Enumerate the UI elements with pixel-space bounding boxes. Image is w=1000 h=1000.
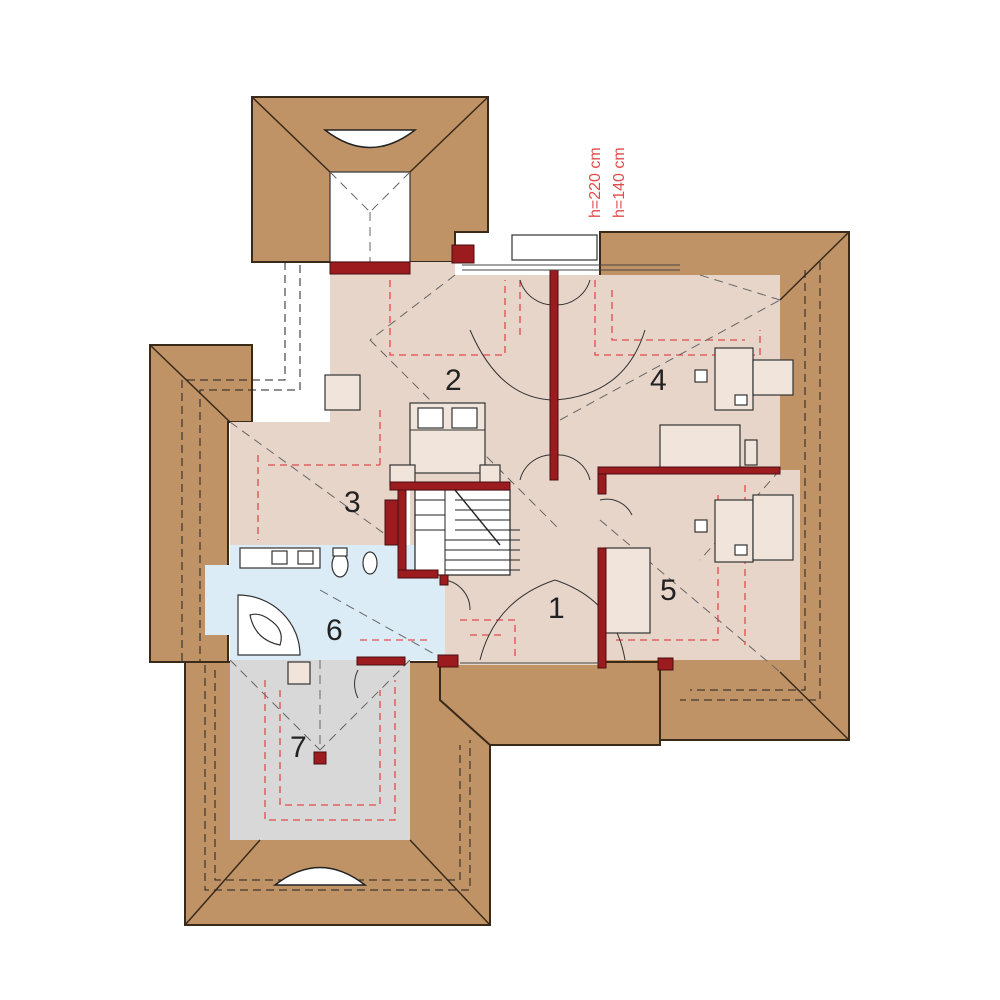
- height-label-220: h=220 cm: [587, 147, 604, 218]
- room-number-5: 5: [660, 574, 677, 607]
- staircase: [414, 489, 520, 576]
- room-number-6: 6: [326, 614, 343, 647]
- interior-floor: [230, 262, 800, 665]
- room-number-2: 2: [445, 364, 462, 397]
- roof-window-bottom: [272, 866, 368, 886]
- room-labels: 1 2 3 4 5 6 7: [290, 364, 677, 764]
- chimney: [313, 751, 327, 765]
- room-number-3: 3: [344, 486, 361, 519]
- door-swings: [354, 279, 646, 699]
- furniture: [287, 347, 794, 685]
- bathroom-fixtures: [237, 547, 378, 656]
- roof-window-top: [322, 129, 418, 149]
- room-number-1: 1: [548, 592, 565, 625]
- room-number-4: 4: [650, 364, 667, 397]
- bed-room-4: [659, 424, 741, 471]
- window-top: [511, 234, 598, 261]
- bidet: [362, 551, 378, 575]
- roof-ridge-lines: [149, 96, 850, 926]
- bed-room-5: [604, 547, 651, 634]
- height-label-140: h=140 cm: [611, 147, 628, 218]
- room-number-7: 7: [290, 731, 307, 764]
- height-labels: h=220 cm h=140 cm: [587, 147, 628, 218]
- walls: [313, 244, 781, 765]
